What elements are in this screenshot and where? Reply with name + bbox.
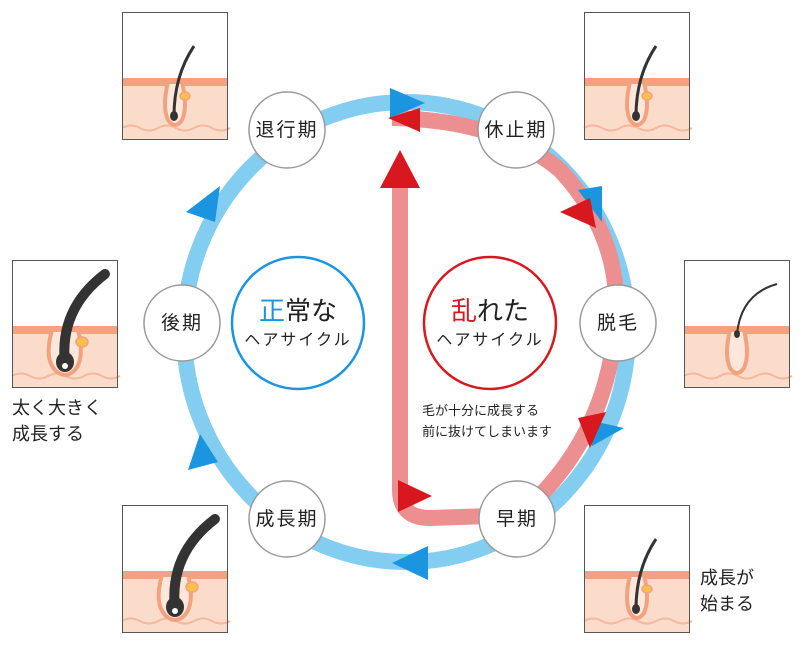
svg-text:脱毛: 脱毛 xyxy=(597,312,639,334)
arrow-icon xyxy=(560,198,596,228)
stage-node-growth: 成長期 xyxy=(248,480,326,558)
arrow-icon xyxy=(390,88,425,118)
svg-text:退行期: 退行期 xyxy=(255,119,318,141)
svg-text:乱れた: 乱れた xyxy=(451,297,529,327)
arrow-icon xyxy=(392,546,428,580)
hair-illustration-early xyxy=(583,504,693,634)
arrow-icon xyxy=(186,186,220,222)
hair-illustration-regression xyxy=(121,11,231,141)
stage-node-resting: 休止期 xyxy=(477,91,555,169)
disrupted-note-line1: 毛が十分に成長する xyxy=(422,404,539,419)
svg-text:早期: 早期 xyxy=(496,508,538,530)
early-note-line1: 成長が xyxy=(700,568,754,589)
early-note-line2: 始まる xyxy=(700,594,754,615)
hair-illustration-growth xyxy=(121,504,231,634)
svg-text:休止期: 休止期 xyxy=(484,119,547,141)
stage-node-early: 早期 xyxy=(478,480,556,558)
arrow-icon xyxy=(388,108,420,132)
stage-node-regression: 退行期 xyxy=(248,91,326,169)
hair-illustration-late xyxy=(11,259,121,389)
hair-illustration-shedding xyxy=(683,259,793,389)
arrow-icon xyxy=(578,412,606,448)
svg-text:正常な: 正常な xyxy=(259,297,337,327)
svg-text:ヘアサイクル: ヘアサイクル xyxy=(436,330,543,349)
hair-illustration-resting xyxy=(583,11,693,141)
stage-node-shedding: 脱毛 xyxy=(579,284,657,362)
stage-node-late: 後期 xyxy=(143,284,221,362)
arrow-icon xyxy=(380,150,420,188)
disrupted-cycle-label: 乱れた ヘアサイクル xyxy=(422,255,558,391)
late-note-line1: 太く大きく xyxy=(12,398,102,419)
svg-text:後期: 後期 xyxy=(161,312,203,334)
arrow-icon xyxy=(398,480,432,512)
svg-text:ヘアサイクル: ヘアサイクル xyxy=(244,330,351,349)
late-note-line2: 成長する xyxy=(12,424,84,445)
disrupted-note-line2: 前に抜けてしまいます xyxy=(422,424,552,440)
svg-text:成長期: 成長期 xyxy=(255,508,318,530)
arrow-icon xyxy=(188,434,218,470)
normal-cycle-label: 正常な ヘアサイクル xyxy=(230,255,366,391)
